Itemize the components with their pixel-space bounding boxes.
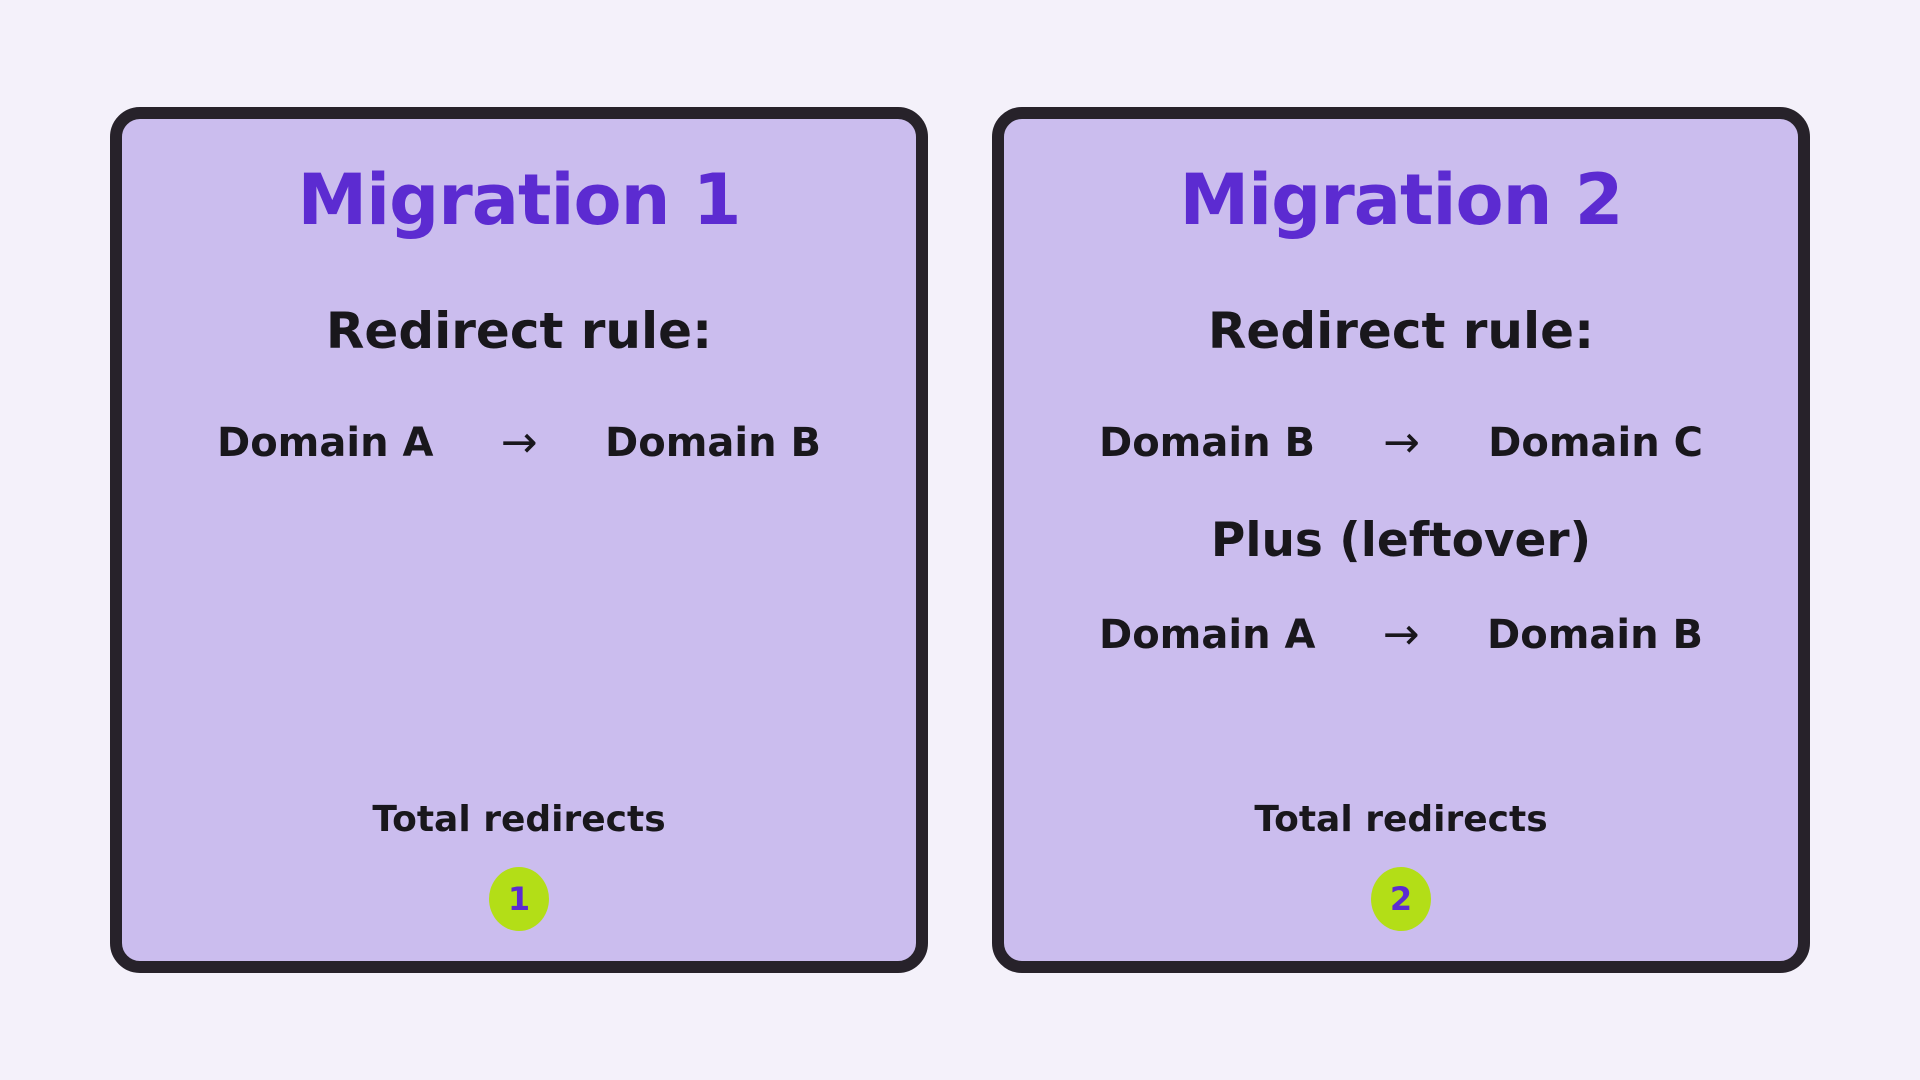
card-title: Migration 1 [297, 159, 742, 241]
card-footer: Total redirects 2 [1254, 799, 1548, 961]
plus-leftover-heading: Plus (leftover) [1210, 513, 1592, 568]
card-title: Migration 2 [1179, 159, 1624, 241]
domain-to-label: Domain C [1488, 420, 1703, 466]
total-redirects-badge: 1 [489, 867, 549, 931]
total-redirects-label: Total redirects [372, 799, 666, 840]
domain-from-label: Domain A [217, 420, 434, 466]
arrow-right-icon: → [500, 417, 538, 468]
total-redirects-label: Total redirects [1254, 799, 1548, 840]
domain-to-label: Domain B [1487, 612, 1703, 658]
domain-to-label: Domain B [605, 420, 821, 466]
redirect-rule-heading: Redirect rule: [325, 302, 713, 360]
card-footer: Total redirects 1 [372, 799, 666, 961]
migration-1-card: Migration 1 Redirect rule: Domain A → Do… [110, 107, 928, 973]
leftover-rule-row: Domain A → Domain B [1004, 609, 1798, 660]
arrow-right-icon: → [1382, 609, 1420, 660]
domain-from-label: Domain A [1099, 612, 1316, 658]
redirect-rule-heading: Redirect rule: [1207, 302, 1595, 360]
redirect-rule-row: Domain B → Domain C [1004, 417, 1798, 468]
domain-from-label: Domain B [1099, 420, 1315, 466]
redirect-rule-row: Domain A → Domain B [122, 417, 916, 468]
arrow-right-icon: → [1383, 417, 1420, 468]
total-redirects-badge: 2 [1371, 867, 1431, 931]
migration-2-card: Migration 2 Redirect rule: Domain B → Do… [992, 107, 1810, 973]
